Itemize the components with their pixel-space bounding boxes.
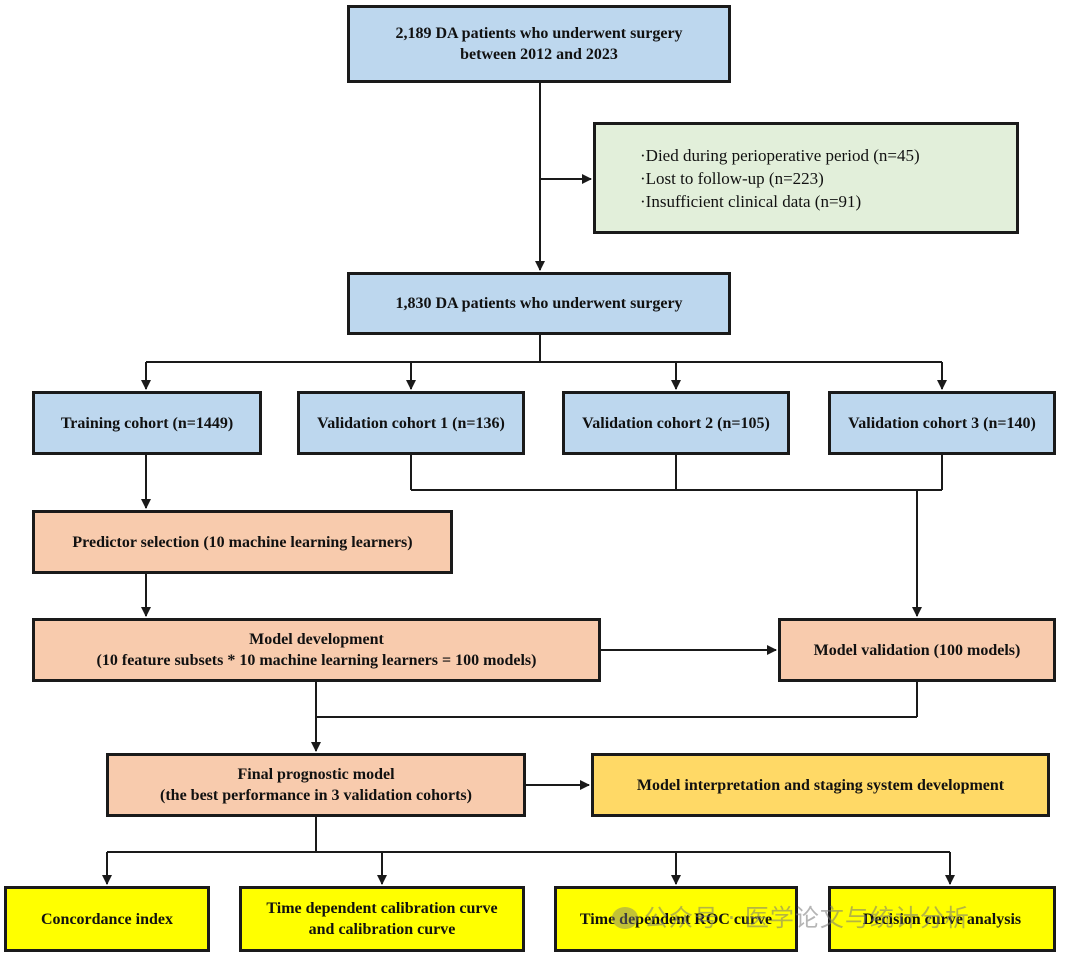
final-model-line1: Final prognostic model [237,766,395,783]
included-cohort-box: 1,830 DA patients who underwent surgery [347,272,731,335]
exclusion-item: ·Died during perioperative period (n=45) [640,145,920,165]
validation-cohort-3-label: Validation cohort 3 (n=140) [848,414,1036,432]
training-cohort-label: Training cohort (n=1449) [60,414,234,432]
decision-curve-box: Decision curve analysis [828,886,1056,952]
final-model-box: Final prognostic model (the best perform… [106,753,526,817]
decision-curve-label: Decision curve analysis [862,910,1022,928]
validation-cohort-2-label: Validation cohort 2 (n=105) [582,414,770,432]
validation-cohort-1-box: Validation cohort 1 (n=136) [297,391,525,455]
concordance-index-label: Concordance index [41,910,173,928]
model-development-line2: (10 feature subsets * 10 machine learnin… [96,652,537,669]
exclusion-item: ·Lost to follow-up (n=223) [640,168,824,188]
roc-curve-box: Time dependent ROC curve [554,886,798,952]
watermark-text: 公众号 · 医学论文与统计分析 [644,904,970,932]
roc-curve-label: Time dependent ROC curve [579,910,773,928]
interpretation-box: Model interpretation and staging system … [591,753,1050,817]
model-development-box: Model development (10 feature subsets * … [32,618,601,682]
wechat-icon [612,907,638,929]
model-validation-label: Model validation (100 models) [813,641,1021,659]
included-cohort-label: 1,830 DA patients who underwent surgery [395,295,683,312]
initial-cohort-line2: between 2012 and 2023 [460,46,618,63]
predictor-selection-box: Predictor selection (10 machine learning… [32,510,453,574]
calibration-curve-box: Time dependent calibration curve and cal… [239,886,525,952]
validation-cohort-2-box: Validation cohort 2 (n=105) [562,391,790,455]
calibration-curve-line1: Time dependent calibration curve [266,900,498,917]
final-model-line2: (the best performance in 3 validation co… [160,787,472,804]
validation-cohort-1-label: Validation cohort 1 (n=136) [317,414,505,432]
model-development-line1: Model development [249,631,384,648]
watermark: 公众号 · 医学论文与统计分析 [612,898,970,933]
model-validation-box: Model validation (100 models) [778,618,1056,682]
exclusion-criteria-box: ·Died during perioperative period (n=45)… [593,122,1019,234]
initial-cohort-box: 2,189 DA patients who underwent surgery … [347,5,731,83]
interpretation-label: Model interpretation and staging system … [636,776,1005,794]
calibration-curve-line2: and calibration curve [308,921,456,938]
validation-cohort-3-box: Validation cohort 3 (n=140) [828,391,1056,455]
exclusion-item: ·Insufficient clinical data (n=91) [640,191,862,211]
predictor-selection-label: Predictor selection (10 machine learning… [72,533,413,551]
training-cohort-box: Training cohort (n=1449) [32,391,262,455]
initial-cohort-line1: 2,189 DA patients who underwent surgery [395,25,683,42]
concordance-index-box: Concordance index [4,886,210,952]
